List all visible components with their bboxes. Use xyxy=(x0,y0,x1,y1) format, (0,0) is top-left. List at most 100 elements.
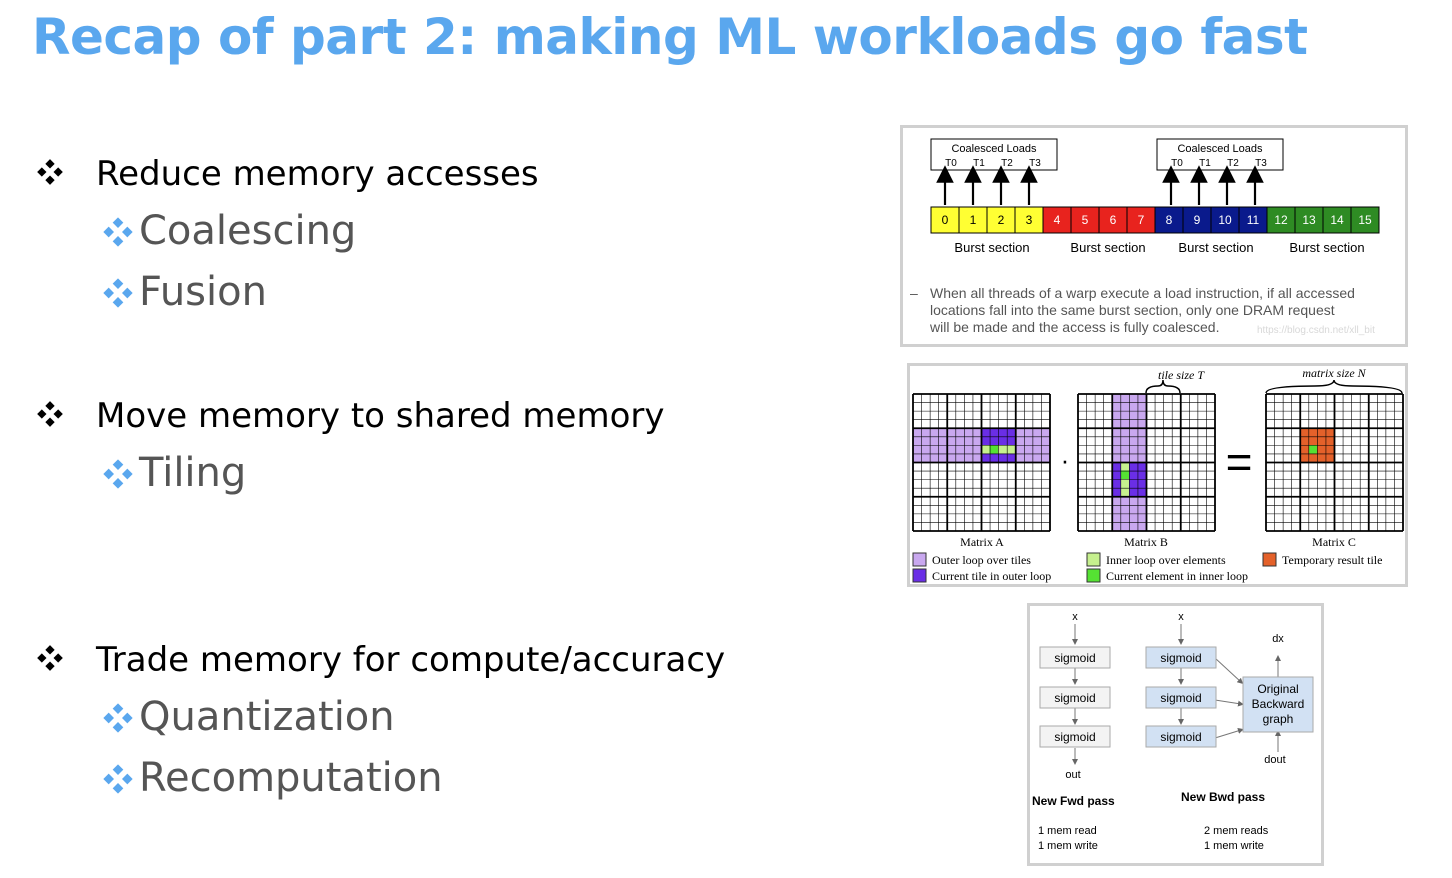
subbullet-coalescing: Coalescing xyxy=(0,208,880,273)
caption-dash: – xyxy=(910,285,918,301)
memory-cell xyxy=(1266,206,1296,234)
memory-cell-label: 11 xyxy=(1247,213,1260,227)
graph-label-line: Original xyxy=(1257,682,1298,696)
burst-section-label: Burst section xyxy=(954,240,1029,255)
matrix-size-brace xyxy=(1265,379,1403,394)
bwd-sigmoid-node xyxy=(1145,646,1217,669)
coalesced-loads-box-right xyxy=(1156,138,1284,171)
subbullet-text: Quantization xyxy=(139,694,395,740)
fwd-stat: 1 mem write xyxy=(1038,840,1098,852)
dout-label: dout xyxy=(1264,754,1285,766)
memory-cell-label: 6 xyxy=(1110,213,1117,227)
coalescing-diagram: Coalesced Loads Coalesced Loads T0 T1 T2… xyxy=(910,138,1380,336)
matrix-b-current-element xyxy=(1120,470,1129,479)
bwd-sigmoid-node xyxy=(1145,686,1217,709)
memory-cell xyxy=(1014,206,1044,234)
fwd-stat: 1 mem read xyxy=(1038,825,1097,837)
matrix-a-grid xyxy=(912,393,1051,532)
bullet-group-memory-accesses: Reduce memory accesses Coalescing Fusion xyxy=(0,154,880,334)
diamond-bullet-icon xyxy=(103,764,133,794)
memory-cell-label: 5 xyxy=(1082,213,1089,227)
fwd-sigmoid-node xyxy=(1039,646,1111,669)
thread-label: T0 xyxy=(945,158,957,169)
tiling-diagram: · = tile size T matrix size N Matrix A M… xyxy=(912,366,1404,583)
x-input-label: x xyxy=(1072,611,1078,623)
matrix-a-label: Matrix A xyxy=(960,535,1004,549)
out-label: out xyxy=(1065,769,1080,781)
coalesced-loads-label: Coalesced Loads xyxy=(951,143,1037,155)
dot-operator: · xyxy=(1061,445,1070,475)
memory-cell xyxy=(1322,206,1352,234)
memory-cell-label: 4 xyxy=(1054,213,1061,227)
bwd-stat: 2 mem reads xyxy=(1204,825,1269,837)
legend-swatch-outer xyxy=(912,552,927,567)
diamond-bullet-icon xyxy=(37,645,63,671)
subbullet-recomputation: Recomputation xyxy=(0,755,880,820)
memory-cell-label: 9 xyxy=(1194,213,1201,227)
bullet-shared-memory: Move memory to shared memory xyxy=(0,396,880,442)
subbullet-fusion: Fusion xyxy=(0,269,880,334)
graph-label-line: graph xyxy=(1263,712,1294,726)
watermark: https://blog.csdn.net/xll_bit xyxy=(1257,325,1375,336)
legend-temp-result: Temporary result tile xyxy=(1282,553,1382,567)
memory-cell xyxy=(1350,206,1380,234)
thread-label: T3 xyxy=(1255,158,1267,169)
coalesced-loads-label: Coalesced Loads xyxy=(1177,143,1263,155)
legend-inner-loop: Inner loop over elements xyxy=(1106,553,1226,567)
legend-swatch-current-tile xyxy=(912,568,927,583)
matrix-b-grid xyxy=(1077,393,1216,532)
node-label: sigmoid xyxy=(1054,651,1095,665)
memory-cell-label: 13 xyxy=(1302,213,1316,227)
thread-label: T3 xyxy=(1029,158,1041,169)
coalesced-loads-box-left xyxy=(930,138,1058,171)
matrix-c-label: Matrix C xyxy=(1312,535,1356,549)
burst-section-label: Burst section xyxy=(1070,240,1145,255)
caption-line: When all threads of a warp execute a loa… xyxy=(930,285,1355,301)
subbullet-tiling: Tiling xyxy=(0,450,880,515)
bullet-trade-memory: Trade memory for compute/accuracy xyxy=(0,640,880,686)
legend-swatch-current-element xyxy=(1086,568,1101,583)
matrix-b-label: Matrix B xyxy=(1124,535,1168,549)
memory-cell-label: 7 xyxy=(1138,213,1145,227)
memory-cell-label: 1 xyxy=(970,213,977,227)
memory-cell-label: 15 xyxy=(1358,213,1372,227)
bullet-reduce-memory: Reduce memory accesses xyxy=(0,154,880,200)
load-arrows xyxy=(936,165,1264,205)
thread-label: T2 xyxy=(1227,158,1239,169)
subbullet-text: Recomputation xyxy=(139,755,443,801)
recompute-diagram: x x dx sigmoid sigmoid sigmoid sigmoid s… xyxy=(1032,611,1314,852)
thread-label: T1 xyxy=(1199,158,1211,169)
tile-size-label: tile size T xyxy=(1158,368,1205,382)
equals-operator: = xyxy=(1226,436,1253,488)
memory-cell-label: 0 xyxy=(942,213,949,227)
legend-current-element: Current element in inner loop xyxy=(1106,569,1248,583)
original-backward-graph-node xyxy=(1242,676,1314,733)
bwd-stat: 1 mem write xyxy=(1204,840,1264,852)
memory-cell xyxy=(1182,206,1212,234)
slide-title: Recap of part 2: making ML workloads go … xyxy=(32,8,1308,66)
memory-cell xyxy=(1154,206,1184,234)
diamond-bullet-icon xyxy=(103,217,133,247)
matrix-size-label: matrix size N xyxy=(1302,366,1366,380)
node-label: sigmoid xyxy=(1160,730,1201,744)
bullet-text: Reduce memory accesses xyxy=(96,154,539,194)
dx-label: dx xyxy=(1272,633,1284,645)
graph-label-line: Backward xyxy=(1252,697,1305,711)
legend-current-tile: Current tile in outer loop xyxy=(932,569,1051,583)
node-label: sigmoid xyxy=(1160,651,1201,665)
memory-cell-label: 12 xyxy=(1274,213,1288,227)
memory-cell xyxy=(1070,206,1100,234)
memory-cell-label: 2 xyxy=(998,213,1005,227)
node-label: sigmoid xyxy=(1054,730,1095,744)
tile-size-brace xyxy=(1145,379,1181,394)
node-label: sigmoid xyxy=(1160,691,1201,705)
legend-swatch-temp xyxy=(1262,552,1277,567)
memory-cell xyxy=(1294,206,1324,234)
caption-line: locations fall into the same burst secti… xyxy=(930,302,1335,318)
thread-label: T0 xyxy=(1171,158,1183,169)
subbullet-text: Fusion xyxy=(139,269,267,315)
flow-arrows xyxy=(1072,624,1281,765)
matrix-c-grid xyxy=(1265,393,1404,532)
burst-section-label: Burst section xyxy=(1289,240,1364,255)
